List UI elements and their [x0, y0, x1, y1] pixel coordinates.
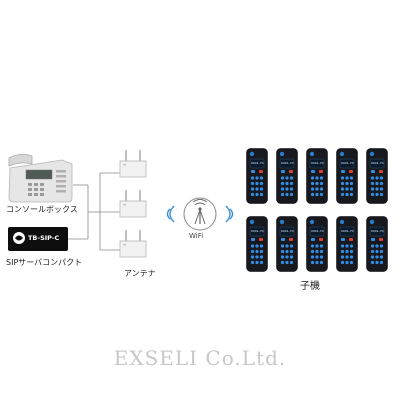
sip-server-label: SIPサーバコンパクト	[6, 258, 83, 267]
handset-icon: 0901-70	[306, 148, 328, 204]
antenna-unit-icon	[119, 230, 147, 258]
handset-icon: 0901-70	[366, 148, 388, 204]
handset-grid: 0901-70 0901-70 0901-70 0901-70 0901-70 0901-…	[246, 148, 396, 272]
handset-screen-text: 0901-70	[281, 229, 294, 233]
antenna-unit-icon	[119, 150, 147, 178]
signal-waves-right-icon	[225, 205, 234, 223]
handset-icon: 0901-70	[306, 216, 328, 272]
handsets-label: 子機	[300, 281, 320, 292]
handset-screen-text: 0901-70	[371, 229, 384, 233]
handset-screen-text: 0901-70	[341, 229, 354, 233]
handset-icon: 0901-70	[276, 148, 298, 204]
sip-server-device: TB-SIP-C	[8, 227, 68, 251]
handset-screen-text: 0901-70	[341, 161, 354, 165]
logo-icon	[13, 232, 25, 244]
wifi-icon	[183, 197, 217, 231]
handset-icon: 0901-70	[276, 216, 298, 272]
handset-icon: 0901-70	[246, 216, 268, 272]
wifi-label: WiFi	[189, 232, 204, 240]
handset-screen-text: 0901-70	[371, 161, 384, 165]
handset-icon: 0901-70	[246, 148, 268, 204]
handset-icon: 0901-70	[366, 216, 388, 272]
handset-screen-text: 0901-70	[311, 161, 324, 165]
desk-phone-icon	[8, 154, 73, 203]
console-box-label: コンソールボックス	[6, 205, 78, 214]
antenna-unit-icon	[119, 190, 147, 218]
antenna-label: アンテナ	[124, 269, 156, 278]
signal-waves-left-icon	[166, 205, 175, 223]
handset-screen-text: 0901-70	[251, 161, 264, 165]
watermark: EXSELI Co.Ltd.	[113, 346, 287, 370]
handset-screen-text: 0901-70	[311, 229, 324, 233]
handset-screen-text: 0901-70	[251, 229, 264, 233]
sip-device-text: TB-SIP-C	[28, 234, 60, 242]
handset-icon: 0901-70	[336, 216, 358, 272]
handset-screen-text: 0901-70	[281, 161, 294, 165]
handset-icon: 0901-70	[336, 148, 358, 204]
